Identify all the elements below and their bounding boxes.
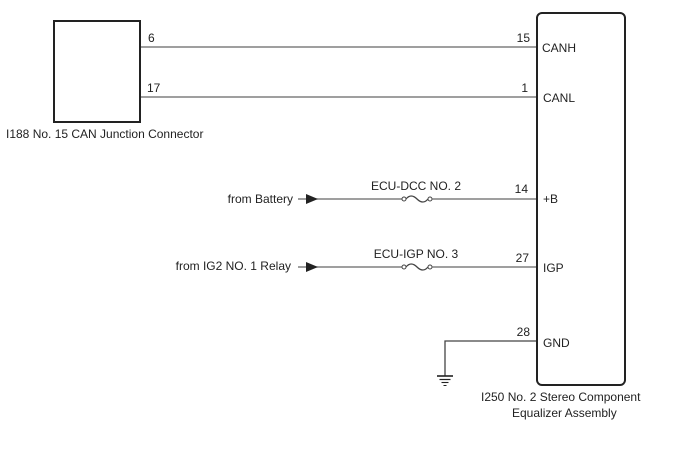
junction-pin-canl: 17 <box>147 81 161 95</box>
ecu-pin-15: 15 <box>517 31 531 45</box>
junction-connector-box <box>53 20 141 123</box>
ground-icon <box>437 375 453 386</box>
ecu-label-line2: Equalizer Assembly <box>512 406 617 420</box>
arrow-battery-icon <box>306 194 318 204</box>
ecu-pin-27: 27 <box>516 251 530 265</box>
ecu-pin-1: 1 <box>521 81 528 95</box>
ecu-box <box>536 12 626 386</box>
junction-connector-label: I188 No. 15 CAN Junction Connector <box>6 127 203 141</box>
junction-pin-canh: 6 <box>148 31 155 45</box>
fuse-igp-label: ECU-IGP NO. 3 <box>374 247 459 261</box>
ecu-pin-14: 14 <box>515 182 529 196</box>
ecu-pin-28: 28 <box>517 325 531 339</box>
arrow-relay-icon <box>306 262 318 272</box>
ecu-label-line1: I250 No. 2 Stereo Component <box>481 390 641 404</box>
ecu-terminal-igp: IGP <box>543 261 564 275</box>
ecu-terminal-b: +B <box>543 192 558 206</box>
fuse-dcc-icon <box>401 195 433 203</box>
fuse-dcc-label: ECU-DCC NO. 2 <box>371 179 461 193</box>
source-battery-label: from Battery <box>228 192 293 206</box>
ecu-terminal-canh: CANH <box>542 41 576 55</box>
ecu-terminal-gnd: GND <box>543 336 570 350</box>
source-relay-label: from IG2 NO. 1 Relay <box>176 259 291 273</box>
gnd-wire <box>444 340 536 376</box>
ecu-terminal-canl: CANL <box>543 91 575 105</box>
fuse-igp-icon <box>401 263 433 271</box>
